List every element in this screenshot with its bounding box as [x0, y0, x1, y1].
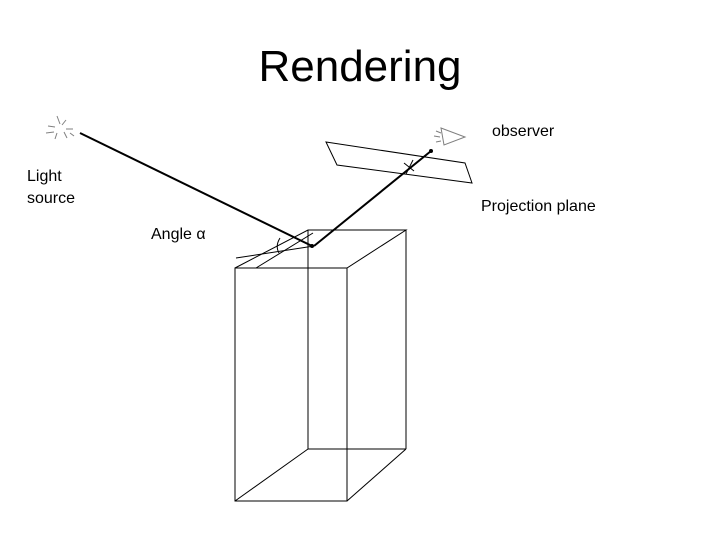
reflected-ray	[313, 150, 432, 247]
slide-title: Rendering	[258, 42, 462, 91]
plane-intersection-mark	[403, 159, 415, 175]
incident-ray	[79, 132, 313, 247]
ray-end-point	[429, 149, 433, 153]
angle-alpha-marker	[235, 232, 315, 269]
observer-label: observer	[492, 123, 555, 140]
box-object	[234, 229, 408, 502]
projection-plane	[325, 141, 473, 184]
angle-label: Angle α	[151, 226, 206, 243]
projection-plane-label: Projection plane	[481, 198, 596, 215]
observer-eye-icon	[433, 127, 467, 146]
light-source-icon	[45, 115, 75, 140]
light-source-label: Light source	[27, 168, 76, 207]
